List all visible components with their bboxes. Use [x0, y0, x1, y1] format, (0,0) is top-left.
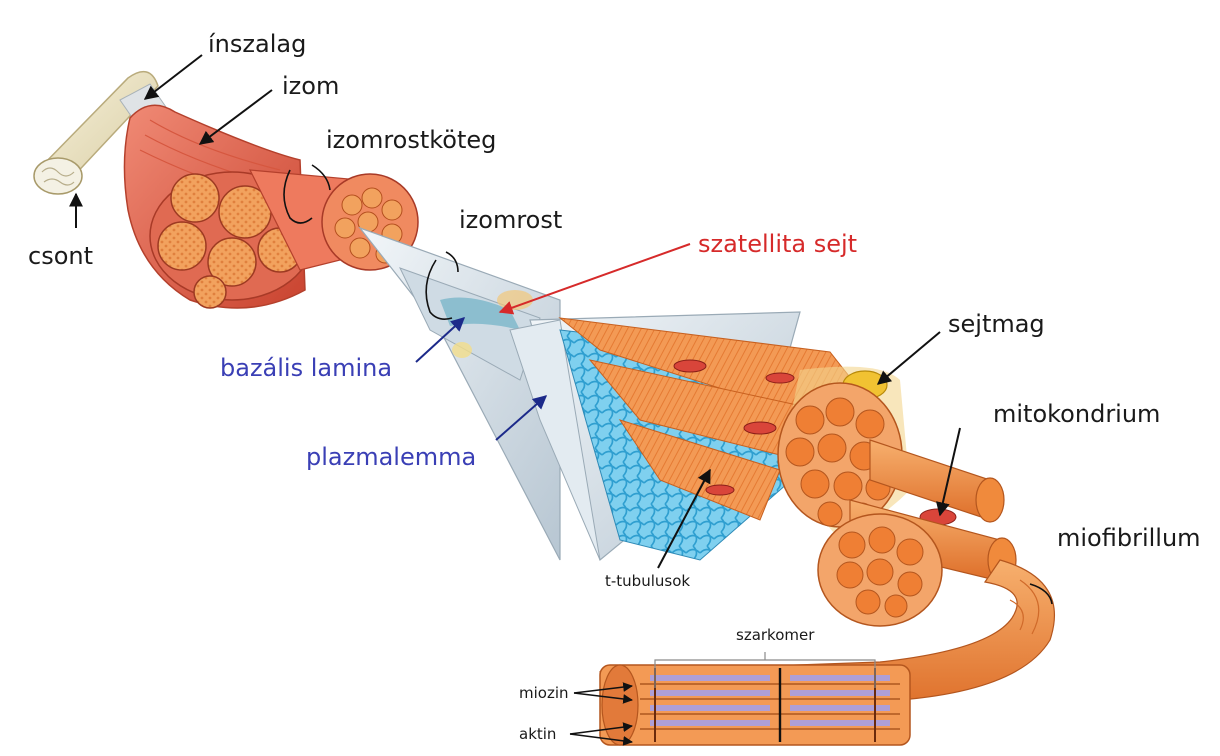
- arrow-szatellita-sejt: [500, 244, 690, 312]
- label-szarkomer: szarkomer: [736, 628, 814, 643]
- label-izomrostkoteg: izomrostköteg: [326, 128, 496, 152]
- label-szatellita-sejt: szatellita sejt: [698, 232, 857, 256]
- label-csont: csont: [28, 244, 93, 268]
- arrow-sejtmag: [878, 332, 940, 384]
- label-izom: izom: [282, 74, 339, 98]
- label-inszalag: ínszalag: [208, 32, 306, 56]
- label-mitokondrium: mitokondrium: [993, 402, 1160, 426]
- label-miofibrillum: miofibrillum: [1057, 526, 1201, 550]
- label-sejtmag: sejtmag: [948, 312, 1045, 336]
- label-aktin: aktin: [519, 727, 556, 742]
- label-izomrost: izomrost: [459, 208, 562, 232]
- label-miozin: miozin: [519, 686, 569, 701]
- fiber-section-illustration: [510, 312, 1016, 626]
- sarcomere-illustration: [600, 652, 910, 745]
- label-t-tubulusok: t-tubulusok: [605, 574, 690, 589]
- label-bazalis-lamina: bazális lamina: [220, 356, 392, 380]
- muscle-fiber-illustration: [360, 228, 560, 560]
- label-plazmalemma: plazmalemma: [306, 445, 476, 469]
- arrow-izom: [200, 90, 272, 144]
